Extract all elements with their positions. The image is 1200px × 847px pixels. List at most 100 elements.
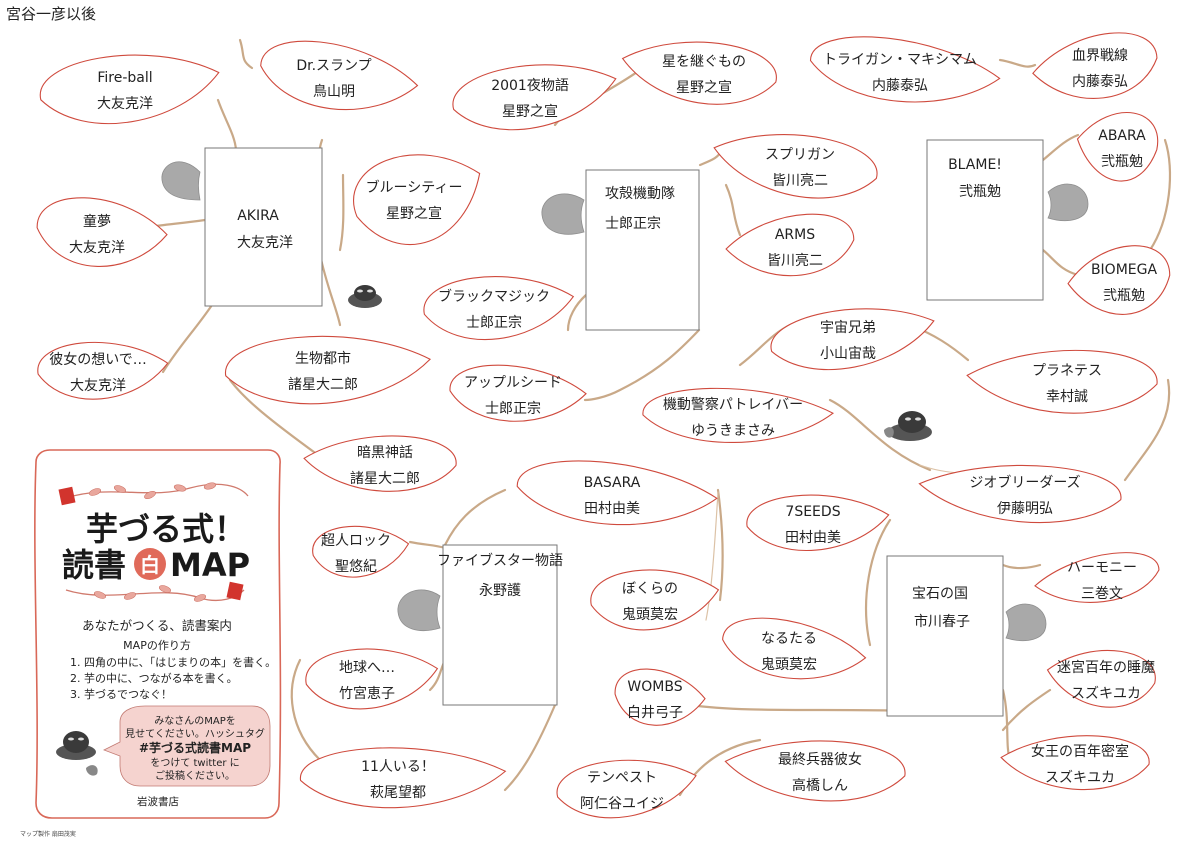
book-title: 生物都市	[295, 350, 351, 367]
book-author: 皆川亮二	[772, 172, 828, 189]
map-title: 宮谷一彦以後	[6, 5, 96, 23]
mole-mascot-icon	[56, 731, 98, 776]
book-leaf: 11人いる！萩尾望都	[299, 747, 507, 809]
book-title: 彼女の想いで…	[49, 351, 147, 368]
leaf-shape	[713, 134, 878, 199]
book-title: 女王の百年密室	[1031, 743, 1129, 760]
book-leaf: BIOMEGA 弐瓶勉	[1067, 245, 1171, 315]
leaf-shape	[556, 759, 697, 819]
book-title: スプリガン	[765, 147, 835, 163]
leaf-shape	[590, 569, 720, 631]
book-author: 三巻文	[1081, 586, 1123, 602]
book-author: 幸村誠	[1046, 389, 1088, 405]
gray-leaf-icon	[1047, 183, 1089, 221]
leaf-shape	[722, 617, 867, 680]
book-title: 暗黒神話	[357, 444, 413, 461]
book-author: 内藤泰弘	[872, 78, 928, 94]
book-title: WOMBS	[627, 679, 682, 695]
book-author: 星野之宣	[502, 104, 558, 120]
book-title: 2001夜物語	[491, 78, 569, 94]
book-title: ジオブリーダーズ	[969, 474, 1080, 491]
hashtag: #芋づる式読書MAP	[139, 740, 251, 755]
start-book-author: 永野護	[479, 583, 521, 599]
howto-step: 1. 四角の中に、「はじまりの本」を書く。	[70, 655, 276, 669]
book-title: ブルーシティー	[366, 179, 463, 196]
book-title: BASARA	[584, 475, 641, 491]
book-author: 星野之宣	[676, 80, 732, 96]
leaf-shape	[1067, 245, 1171, 315]
bubble-line: をつけて twitter に	[150, 757, 239, 769]
book-title: BIOMEGA	[1091, 262, 1158, 278]
book-title: 11人いる！	[361, 759, 435, 775]
book-title: 7SEEDS	[785, 504, 840, 520]
book-title: 宇宙兄弟	[820, 320, 876, 336]
book-title: 地球へ…	[339, 660, 395, 676]
leaf-shape	[516, 460, 718, 526]
book-author: スズキユカ	[1071, 686, 1141, 702]
book-author: 田村由美	[785, 530, 841, 546]
book-title: ARMS	[775, 227, 815, 243]
book-author: 士郎正宗	[485, 401, 541, 417]
start-book-title: 攻殻機動隊	[605, 186, 675, 202]
start-book-blame: BLAME! 弐瓶勉	[926, 139, 1044, 301]
book-author: 鬼頭莫宏	[761, 657, 817, 673]
leaf-shape	[303, 435, 457, 492]
red-tag-icon	[58, 486, 76, 506]
start-book-author: 大友克洋	[237, 235, 293, 251]
leaf-shape	[642, 387, 835, 443]
book-title: 最終兵器彼女	[778, 751, 862, 768]
leaf-shape	[770, 308, 935, 371]
leaf-shape	[449, 364, 587, 422]
book-author: 弐瓶勉	[1101, 154, 1143, 170]
speech-bubble	[103, 705, 271, 787]
leaf-shape	[621, 41, 777, 105]
start-book-author: 市川春子	[914, 613, 970, 630]
book-author: 士郎正宗	[466, 315, 522, 331]
book-author: 内藤泰弘	[1072, 74, 1128, 90]
card-title-read: 読書	[62, 546, 126, 584]
mole-mascot-icon	[884, 411, 932, 441]
book-title: Fire-ball	[97, 70, 152, 86]
bubble-line: ご投稿ください。	[155, 769, 235, 782]
leaf-shape	[724, 740, 906, 802]
gray-leaf-icon	[541, 193, 585, 235]
book-title: プラネテス	[1032, 363, 1102, 379]
gray-leaf-icon	[161, 161, 201, 201]
book-author: 諸星大二郎	[350, 471, 420, 487]
book-title: 迷宮百年の睡魔	[1057, 660, 1155, 676]
start-book-title: 宝石の国	[912, 586, 968, 602]
book-author: 大友克洋	[97, 96, 153, 112]
gray-leaf-icon	[1005, 603, 1047, 641]
book-author: 竹宮恵子	[339, 686, 395, 702]
leaf-shape	[1034, 552, 1160, 603]
book-author: 弐瓶勉	[1103, 288, 1145, 304]
start-book-kokaku: 攻殻機動隊 士郎正宗	[585, 169, 700, 331]
book-author: スズキユカ	[1045, 770, 1115, 786]
book-leaf: Fire-ball 大友克洋	[39, 54, 220, 125]
book-author: 高橋しん	[792, 777, 848, 794]
book-author: 阿仁谷ユイジ	[580, 796, 664, 812]
leaf-shape	[1076, 112, 1159, 182]
card-title-line1: 芋づる式！	[86, 510, 246, 548]
book-title: ABARA	[1098, 128, 1146, 144]
book-author: 鳥山明	[313, 84, 355, 100]
vine-network	[126, 38, 1172, 797]
